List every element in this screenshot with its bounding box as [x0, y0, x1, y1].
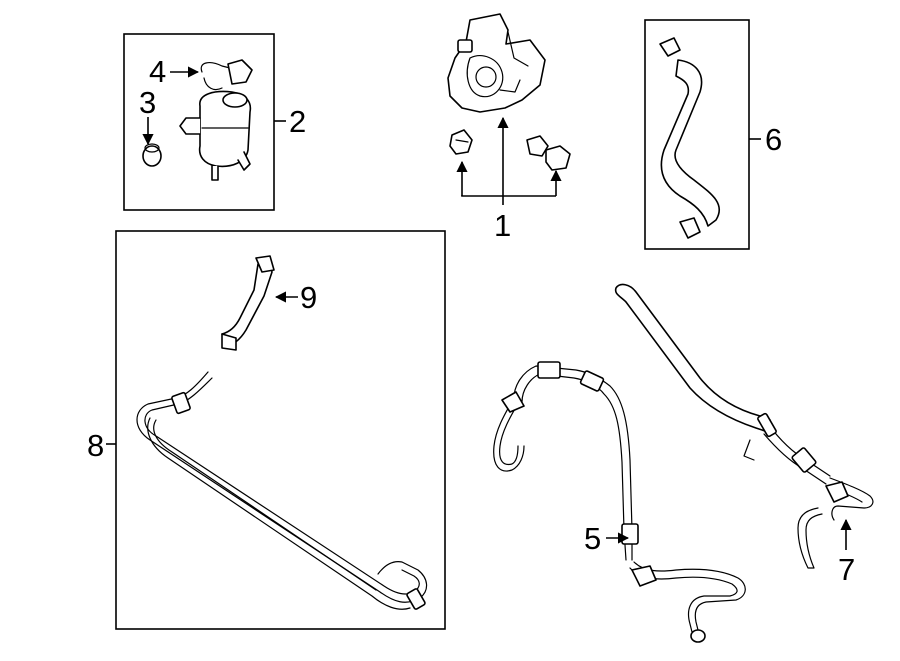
cooler-hose — [221, 255, 275, 351]
return-hose — [659, 37, 721, 239]
callout-4: 4 — [149, 54, 166, 89]
callout-8: 8 — [87, 428, 104, 463]
pump-bolt-left — [449, 129, 473, 155]
reservoir-box — [123, 33, 275, 211]
power-steering-pump — [447, 13, 546, 113]
pressure-hose — [493, 361, 746, 643]
reservoir — [179, 90, 252, 181]
reservoir-sensor-wire — [200, 59, 253, 91]
cooler-box — [115, 230, 446, 630]
callout-1: 1 — [494, 208, 511, 243]
callout-5: 5 — [584, 521, 601, 556]
return-line — [614, 283, 874, 569]
cooler-tube — [136, 371, 428, 610]
grommet — [142, 143, 162, 167]
callout-6: 6 — [765, 122, 782, 157]
callout-2: 2 — [289, 104, 306, 139]
callout-7: 7 — [838, 552, 855, 587]
hose-box — [644, 19, 750, 250]
leader-1 — [456, 116, 562, 205]
pump-bolt-right — [526, 135, 571, 171]
callout-3: 3 — [139, 85, 156, 120]
callout-9: 9 — [300, 280, 317, 315]
